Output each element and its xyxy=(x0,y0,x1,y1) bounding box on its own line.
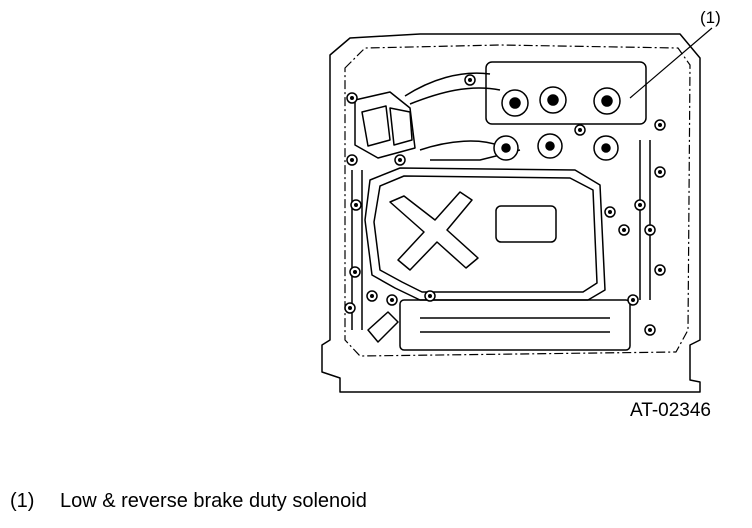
bolt-center xyxy=(354,203,358,207)
bolt-center xyxy=(648,328,652,332)
bolt-center xyxy=(622,228,626,232)
bolt-center xyxy=(350,158,354,162)
legend-text: Low & reverse brake duty solenoid xyxy=(60,490,367,512)
bolt-center xyxy=(658,123,662,127)
bolt-center xyxy=(398,158,402,162)
bolt-center xyxy=(468,78,472,82)
legend: (1) Low & reverse brake duty solenoid xyxy=(10,490,367,513)
rect-window xyxy=(495,205,557,243)
lower-block xyxy=(399,299,631,351)
legend-number: (1) xyxy=(10,490,35,512)
bolt-center xyxy=(350,96,354,100)
bolt-center xyxy=(658,268,662,272)
callout-leader xyxy=(629,27,713,99)
bolt-center xyxy=(348,306,352,310)
x-recess xyxy=(389,191,479,271)
bolt-center xyxy=(353,270,357,274)
valve-body-outline xyxy=(321,33,701,393)
solenoid-bank xyxy=(485,61,647,125)
bolt-center xyxy=(370,294,374,298)
bolt-center xyxy=(631,298,635,302)
bolt-group xyxy=(344,74,666,336)
connector-housing xyxy=(354,91,416,159)
bolt-center xyxy=(638,203,642,207)
bolt-center xyxy=(608,210,612,214)
gasket-plate-inner xyxy=(373,175,598,293)
figure-code: AT-02346 xyxy=(630,400,711,421)
bolt-center xyxy=(578,128,582,132)
gasket-line xyxy=(344,44,691,357)
gasket-plate-outer xyxy=(364,167,606,301)
bolt-center xyxy=(648,228,652,232)
bolt-center xyxy=(390,298,394,302)
bolt-center xyxy=(428,294,432,298)
callout-number: (1) xyxy=(700,8,721,27)
bolt-center xyxy=(658,170,662,174)
lower-left-solenoid xyxy=(367,311,399,343)
